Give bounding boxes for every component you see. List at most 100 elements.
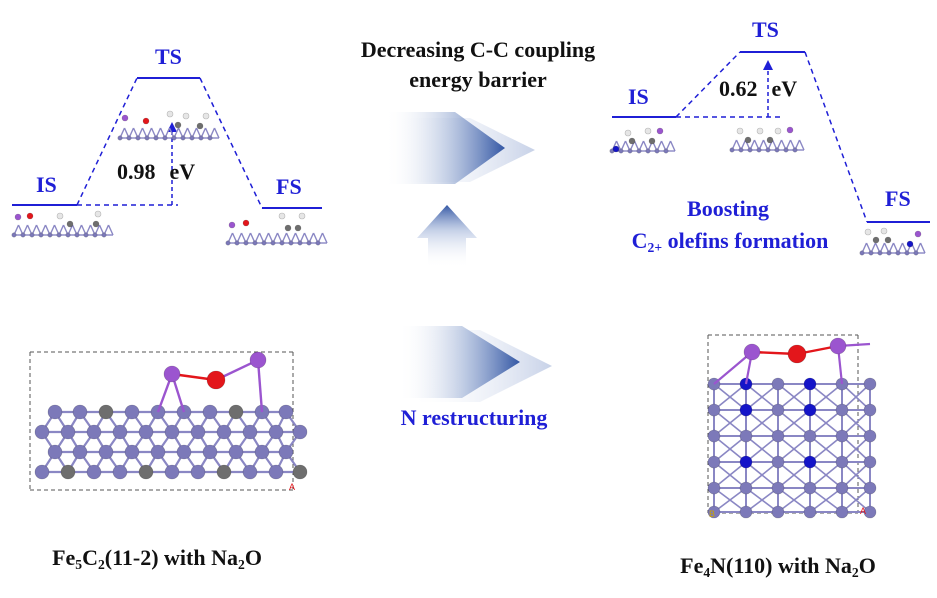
bond <box>745 409 779 437</box>
fe-atom <box>190 424 206 440</box>
fe-atom <box>72 444 88 460</box>
fe-atom <box>771 429 785 443</box>
fe-atom <box>225 240 231 246</box>
right-ts-structure <box>729 126 805 153</box>
n-atom <box>803 403 817 417</box>
upper-right-arrow <box>385 112 535 184</box>
right-fs-label: FS <box>885 186 911 211</box>
fe-atom <box>268 464 284 480</box>
fe-atom <box>707 403 721 417</box>
bond <box>809 383 843 411</box>
bond <box>841 487 871 513</box>
c-atom <box>216 464 232 480</box>
h-atom <box>202 112 210 120</box>
na-atom <box>829 337 847 355</box>
c-atom <box>294 224 302 232</box>
bond <box>841 383 871 411</box>
fe-atom <box>92 232 98 238</box>
h-atom <box>166 110 174 118</box>
fe-atom <box>707 429 721 443</box>
fe-atom <box>306 240 312 246</box>
fe-atom <box>765 147 771 153</box>
fe-atom <box>270 240 276 246</box>
right-ts-label: TS <box>752 17 779 42</box>
fe-atom <box>176 444 192 460</box>
bond <box>669 140 676 152</box>
left-barrier-number: 0.98 <box>117 159 156 184</box>
bond <box>713 383 747 411</box>
bond <box>713 487 747 513</box>
fe-atom <box>171 135 177 141</box>
fe-atom <box>65 232 71 238</box>
left-caption-middle: (11-2) with Na <box>104 545 238 570</box>
fe-atom <box>663 148 669 154</box>
fe-atom <box>112 464 128 480</box>
fe-atom <box>20 232 26 238</box>
boost-rest: olefins formation <box>662 228 829 253</box>
c-atom <box>174 121 182 129</box>
h-atom <box>94 210 102 218</box>
n-atom <box>612 145 620 153</box>
fe-atom <box>38 232 44 238</box>
fe-atom <box>126 135 132 141</box>
left-rise-dashed <box>76 77 138 206</box>
bond <box>809 461 843 489</box>
fe-atom <box>868 250 874 256</box>
c-atom <box>92 220 100 228</box>
fe-atom <box>771 455 785 469</box>
c-atom <box>872 236 880 244</box>
c-atom <box>628 137 636 145</box>
fe-atom <box>729 147 735 153</box>
na-atom <box>14 213 22 221</box>
bond <box>809 487 843 513</box>
boost-sub: 2+ <box>647 239 663 255</box>
right-fs-structure <box>859 227 926 256</box>
fe-atom <box>83 232 89 238</box>
fe-atom <box>34 424 50 440</box>
fe-atom <box>654 148 660 154</box>
boost-line2: C2+ olefins formation <box>632 228 829 254</box>
right-caption: Fe4N(110) with Na2O <box>680 553 876 579</box>
c-atom <box>60 464 76 480</box>
fe-atom <box>86 464 102 480</box>
left-caption-fe-sub: 5 <box>75 556 83 572</box>
fe-atom <box>150 444 166 460</box>
fe-atom <box>835 481 849 495</box>
fe-atom <box>707 505 721 519</box>
right-caption-middle: N(110) with Na <box>710 553 852 578</box>
fe-atom <box>738 147 744 153</box>
c-atom <box>98 404 114 420</box>
fe-atom <box>707 481 721 495</box>
fe-atom <box>803 429 817 443</box>
fe-atom <box>278 404 294 420</box>
na-atom <box>163 365 181 383</box>
n-atom <box>803 455 817 469</box>
right-energy-profile <box>612 51 930 223</box>
bond <box>745 487 779 513</box>
boost-line1: Boosting <box>687 196 769 221</box>
left-caption-c: C <box>82 545 98 570</box>
left-is-structure <box>11 210 114 238</box>
fe-atom <box>138 424 154 440</box>
c-atom <box>884 236 892 244</box>
fe5c2-slab-box <box>29 351 294 491</box>
left-caption-c-sub: 2 <box>97 556 105 572</box>
fe-atom <box>29 232 35 238</box>
o-atom <box>142 117 150 125</box>
fe-atom <box>913 250 919 256</box>
bond <box>809 435 843 463</box>
left-fall-dashed <box>199 77 263 209</box>
lower-right-arrow <box>398 326 552 402</box>
bond <box>745 383 779 411</box>
fe-atom <box>164 424 180 440</box>
fe-atom <box>863 377 877 391</box>
o-atom <box>242 219 250 227</box>
n-atom <box>906 240 914 248</box>
fe-atom <box>228 444 244 460</box>
fe-atom <box>747 147 753 153</box>
h-atom <box>644 127 652 135</box>
bond <box>713 435 747 463</box>
